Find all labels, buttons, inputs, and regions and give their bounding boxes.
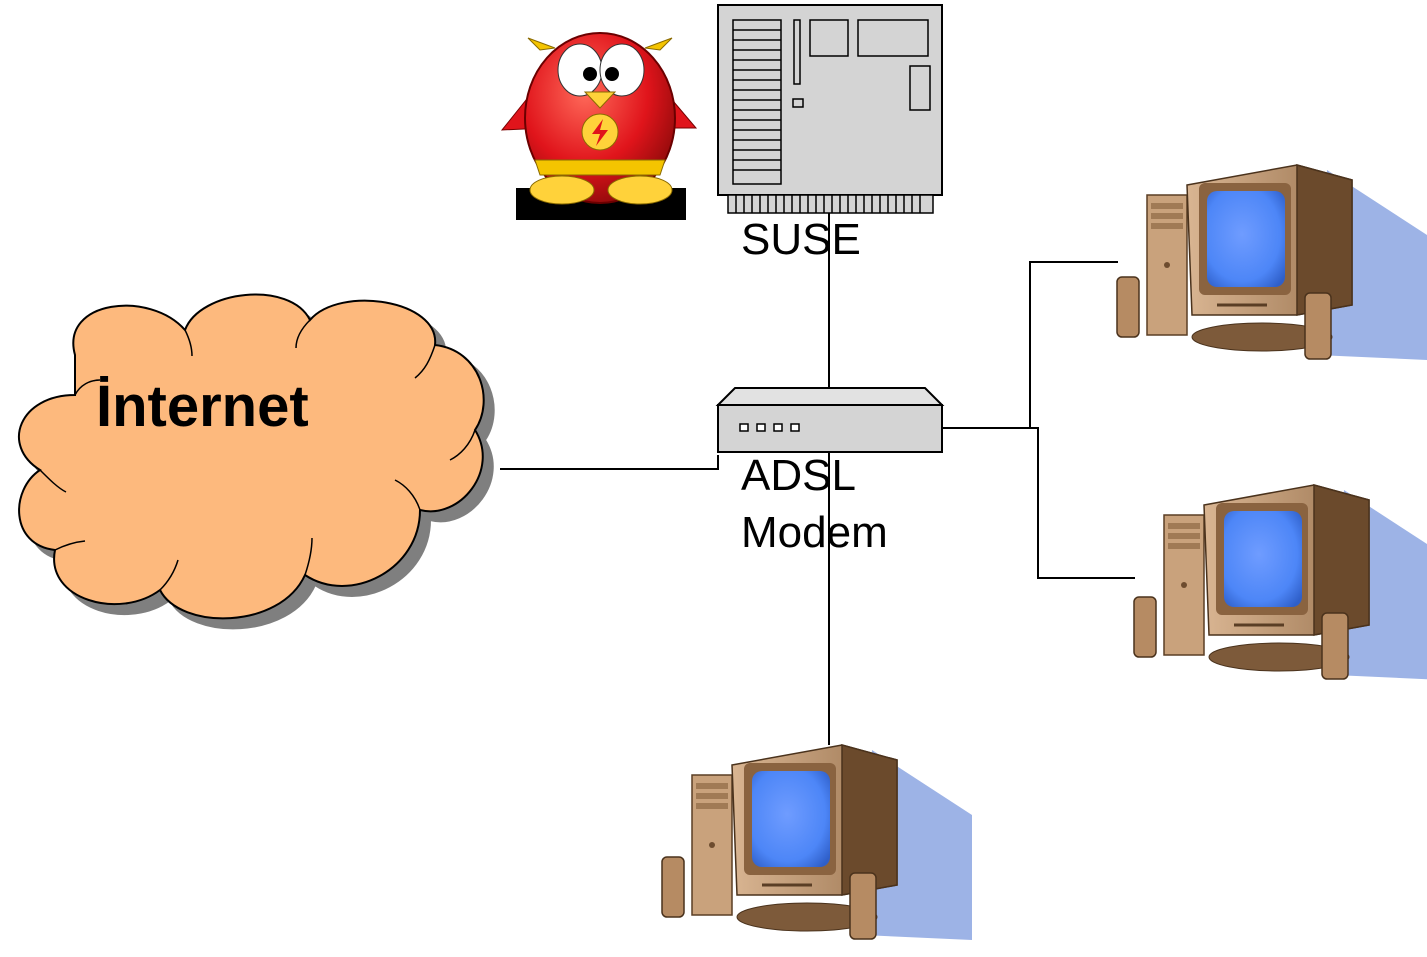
server-board-icon (717, 4, 943, 214)
desktop-computer-icon (1132, 483, 1427, 682)
desktop-computer-icon (660, 743, 974, 942)
internet-label: İnternet (96, 374, 309, 439)
internet-cloud-icon (18, 293, 495, 630)
modem-label-line1: ADSL (741, 451, 856, 500)
adsl-modem-icon (715, 387, 945, 453)
penguin-mascot-icon (500, 32, 698, 220)
server-label: SUSE (741, 215, 861, 264)
desktop-computer-icon (1115, 163, 1427, 362)
modem-label-line2: Modem (741, 508, 888, 557)
connection-lines (500, 200, 1135, 745)
